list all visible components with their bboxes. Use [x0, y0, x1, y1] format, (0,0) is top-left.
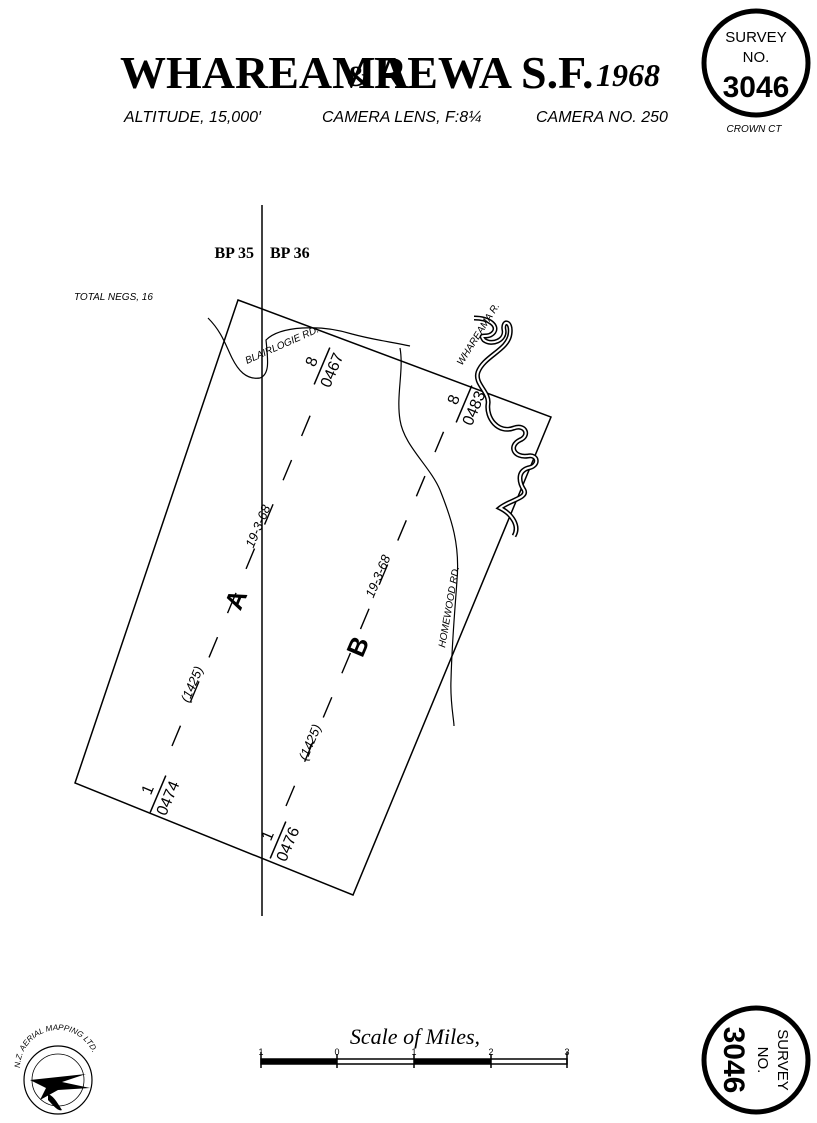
- run-a-scale: (1425): [178, 664, 206, 704]
- scale-tick-label: 3: [564, 1047, 569, 1057]
- homewood-road-line: [398, 347, 459, 727]
- scale-bar: Scale of Miles, 1 0 1 2 3: [258, 1024, 570, 1068]
- run-a-start-frame-number: 1: [139, 782, 158, 797]
- plane-icon: [30, 1074, 90, 1100]
- blairlogie-road-line: [207, 317, 411, 379]
- run-a-flight-line: [171, 391, 321, 747]
- run-b-label: B: [340, 632, 375, 661]
- scale-bar-title: Scale of Miles,: [350, 1024, 480, 1049]
- run-a-end-frame: 8 0467: [303, 347, 348, 391]
- coverage-boundary: [74, 299, 552, 896]
- whareama-river-label: WHAREAMA R.: [455, 301, 502, 367]
- title-year: 1968: [596, 57, 660, 93]
- run-b-date: 19-3-68: [362, 552, 394, 600]
- run-a-start-frame: 1 0474: [139, 775, 184, 819]
- stamp-circle: [701, 1005, 811, 1115]
- scale-tick-label: 1: [258, 1047, 263, 1057]
- survey-stamp-bottom: SURVEY NO. 3046: [701, 1005, 811, 1115]
- run-b-end-fraction-bar: [455, 385, 473, 423]
- nz-map-icon: [48, 1094, 62, 1111]
- run-a-start-fraction-bar: [149, 775, 167, 813]
- aerial-mapping-logo: N.Z. AERIAL MAPPING LTD.: [13, 1023, 99, 1115]
- run-b-end-neg: 0483: [460, 389, 490, 429]
- run-a: A 19-3-68 (1425) 1 0474 8 0467: [139, 347, 348, 819]
- run-b-scale: (1425): [296, 722, 324, 762]
- scale-bar-segment-subdivided: [261, 1059, 337, 1064]
- river-inner: [473, 317, 538, 537]
- run-b-end-frame-number: 8: [445, 392, 464, 407]
- map-area: BP 35 BP 36 TOTAL NEGS, 16 BLAIRLOGIE RD…: [74, 205, 552, 916]
- stamp-line1: SURVEY: [725, 29, 786, 46]
- run-b: B 19-3-68 (1425) 1 0476 8 0483: [259, 385, 490, 865]
- title-ampersand: &: [346, 60, 371, 93]
- survey-stamp-top: SURVEY NO. 3046 CROWN CT: [701, 8, 811, 135]
- scale-tick-label: 0: [334, 1047, 339, 1057]
- stamp-number: 3046: [717, 1027, 750, 1094]
- lens-text: CAMERA LENS, F:8¼: [322, 109, 481, 126]
- homewood-road-label: HOMEWOOD RD.: [437, 566, 462, 649]
- sheet-label-bp36: BP 36: [270, 245, 310, 262]
- stamp-circle: [701, 8, 811, 118]
- run-a-end-frame-number: 8: [303, 354, 322, 369]
- scale-tick-label: 2: [488, 1047, 493, 1057]
- run-a-end-fraction-bar: [313, 347, 331, 385]
- run-b-start-neg: 0476: [274, 825, 304, 865]
- run-a-date: 19-3-68: [242, 502, 274, 550]
- run-b-start-fraction-bar: [269, 821, 287, 859]
- whareama-river: [473, 315, 539, 538]
- scale-tick-label: 1: [411, 1047, 416, 1057]
- stamp-line2: NO.: [754, 1047, 771, 1074]
- title-main: WHAREAMA: [120, 47, 409, 98]
- total-negs-label: TOTAL NEGS, 16: [74, 292, 153, 303]
- stamp-number: 3046: [723, 71, 790, 104]
- run-a-label: A: [218, 585, 253, 614]
- run-b-flight-line: [285, 425, 447, 807]
- header: WHAREAMA & REWA S.F. 1968 ALTITUDE, 15,0…: [120, 47, 668, 126]
- sheet-label-bp35: BP 35: [214, 245, 254, 262]
- logo-ring: [23, 1045, 93, 1115]
- stamp-line1: SURVEY: [774, 1029, 791, 1090]
- camera-text: CAMERA NO. 250: [536, 109, 668, 126]
- run-a-end-neg: 0467: [318, 351, 348, 391]
- altitude-text: ALTITUDE, 15,000′: [123, 109, 262, 126]
- stamp-line2: NO.: [743, 49, 770, 66]
- title-second: REWA S.F.: [374, 47, 593, 98]
- run-a-start-neg: 0474: [154, 779, 184, 819]
- stamp-caption: CROWN CT: [727, 124, 783, 135]
- scale-bar-segment-2: [414, 1059, 491, 1064]
- river-outer: [473, 315, 539, 538]
